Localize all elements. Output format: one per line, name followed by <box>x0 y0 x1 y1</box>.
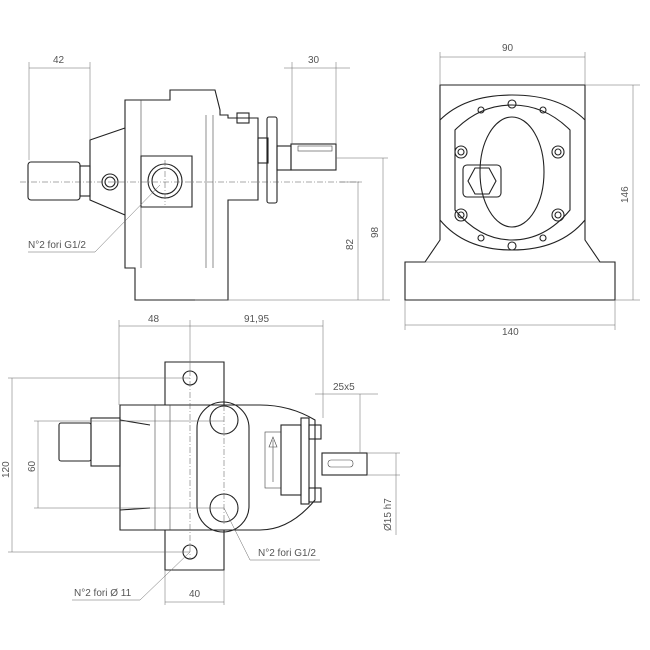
dim-key-25x5: 25x5 <box>333 382 355 393</box>
dim-shaft-right: 30 <box>308 55 320 66</box>
callout-ports-top: N°2 fori G1/2 <box>258 548 316 559</box>
front-view <box>404 52 640 330</box>
dim-height-82: 82 <box>345 238 356 250</box>
side-view <box>20 62 390 301</box>
dim-shaft-diameter: Ø15 h7 <box>383 498 394 531</box>
dim-base-140: 140 <box>502 327 519 338</box>
top-view <box>8 320 400 605</box>
dim-91-95: 91,95 <box>244 314 270 325</box>
dim-foot-40: 40 <box>189 589 201 600</box>
callout-ports-side: N°2 fori G1/2 <box>28 240 86 251</box>
dim-height-98: 98 <box>370 226 381 238</box>
dim-height-146: 146 <box>620 186 631 203</box>
dim-60: 60 <box>27 460 38 472</box>
callout-mount-holes: N°2 fori Ø 11 <box>74 588 132 599</box>
dim-shaft-left: 42 <box>53 55 65 66</box>
dim-width-90: 90 <box>502 43 514 54</box>
dim-48: 48 <box>148 314 160 325</box>
dim-120: 120 <box>1 461 12 478</box>
